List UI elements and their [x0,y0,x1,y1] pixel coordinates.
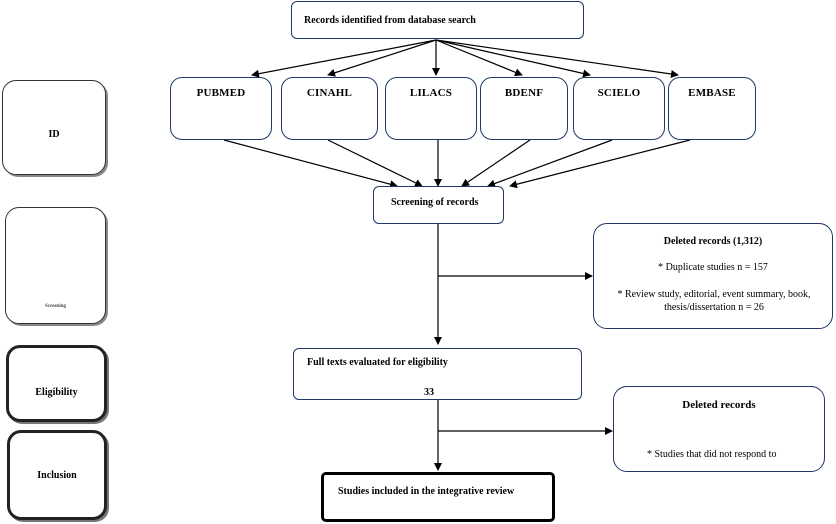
deleted-records-box-2: Deleted records * Studies that did not r… [613,386,825,472]
deleted-records-2-line1: * Studies that did not respond to [647,449,777,460]
deleted-records-1-line2: * Review study, editorial, event summary… [617,289,811,313]
stage-inclusion: Inclusion [7,430,107,520]
deleted-records-box-1: Deleted records (1,312) * Duplicate stud… [593,223,833,329]
source-lilacs-label: LILACS [409,87,453,99]
source-lilacs: LILACS [385,77,477,140]
deleted-records-2-title: Deleted records [682,399,756,411]
records-identified-label: Records identified from database search [304,15,476,26]
source-pubmed-label: PUBMED [196,87,246,99]
stage-eligibility: Eligibility [6,345,107,422]
stage-id-label: ID [48,129,60,140]
screening-label: Screening of records [391,197,479,208]
deleted-records-1-line1: * Duplicate studies n = 157 [658,262,768,273]
records-identified-box: Records identified from database search [291,1,584,39]
fulltext-label: Full texts evaluated for eligibility [307,357,448,368]
stage-inclusion-label: Inclusion [37,469,77,481]
screening-box: Screening of records [373,186,504,224]
fulltext-box: Full texts evaluated for eligibility 33 [293,348,582,400]
source-cinahl: CINAHL [281,77,378,140]
stage-screening: Screening [5,207,106,324]
stage-screening-label: Screening [44,304,67,309]
source-scielo: SCIELO [573,77,665,140]
source-embase-label: EMBASE [688,87,736,99]
source-bdenf: BDENF [480,77,568,140]
stage-id: ID [2,80,106,175]
source-scielo-label: SCIELO [597,87,641,99]
source-pubmed: PUBMED [170,77,272,140]
fulltext-value: 33 [424,387,434,395]
included-box: Studies included in the integrative revi… [321,472,555,522]
source-embase: EMBASE [668,77,756,140]
source-bdenf-label: BDENF [504,87,544,99]
included-label: Studies included in the integrative revi… [338,486,515,497]
stage-eligibility-label: Eligibility [35,387,78,398]
source-cinahl-label: CINAHL [306,87,353,99]
deleted-records-1-title: Deleted records (1,312) [663,236,763,247]
